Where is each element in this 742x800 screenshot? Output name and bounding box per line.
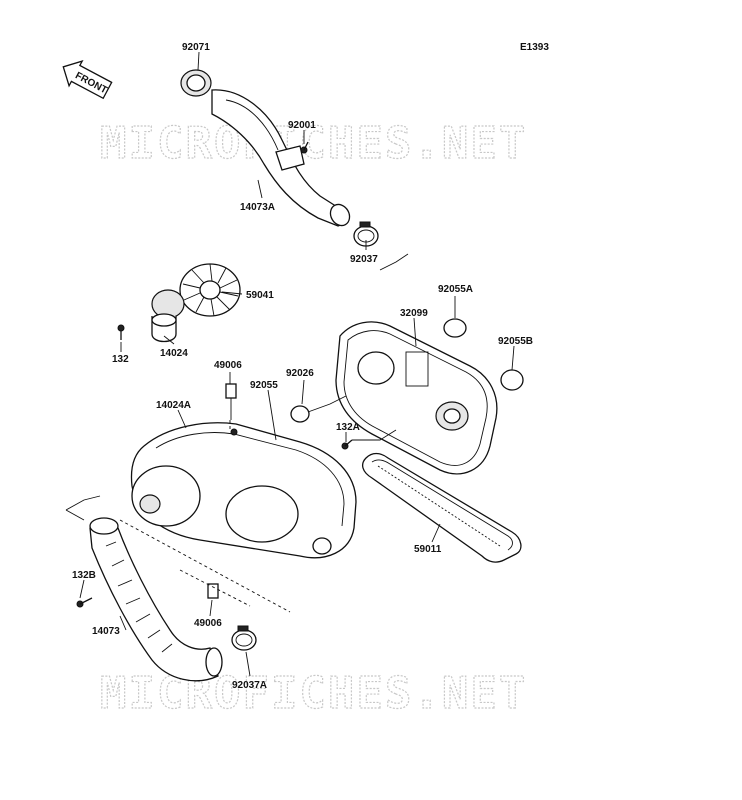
part-label-92055A: 92055A [438, 284, 473, 295]
part-label-14024A: 14024A [156, 400, 191, 411]
clamp-92037A-icon [231, 625, 257, 651]
fan-59041-icon [179, 263, 241, 317]
tab-49006-bottom-icon [207, 583, 219, 599]
bolt-132-icon [117, 324, 125, 340]
part-label-14073A: 14073A [240, 202, 275, 213]
bolt-92001-icon [300, 141, 309, 154]
intake-duct-upper [180, 69, 351, 227]
part-label-92071: 92071 [182, 42, 210, 53]
tab-49006-top-icon [225, 383, 237, 420]
intake-duct-lower [89, 517, 223, 682]
part-label-49006-top: 49006 [214, 360, 242, 371]
part-label-32099: 32099 [400, 308, 428, 319]
outer-cover-14024A [130, 422, 357, 559]
hub-14024-icon [151, 289, 185, 343]
alignment-lines [119, 420, 291, 613]
part-label-132B: 132B [72, 570, 96, 581]
watermark-top: MICROFICHES.NET [100, 118, 527, 169]
oring-92055B-icon [500, 369, 524, 391]
part-label-59011: 59011 [414, 544, 442, 555]
bolt-132A-icon [341, 439, 353, 450]
watermark-bottom: MICROFICHES.NET [100, 668, 527, 719]
part-label-14073: 14073 [92, 626, 120, 637]
front-arrow-icon: FRONT [62, 59, 113, 100]
leader-lines [79, 51, 515, 677]
part-label-132A: 132A [336, 422, 360, 433]
diagram-code: E1393 [520, 42, 549, 53]
part-label-49006-bottom: 49006 [194, 618, 222, 629]
part-label-132: 132 [112, 354, 129, 365]
part-label-92055: 92055 [250, 380, 278, 391]
inner-cover-32099 [335, 321, 498, 475]
part-label-92055B: 92055B [498, 336, 533, 347]
part-label-92001: 92001 [288, 120, 316, 131]
washer-92026-icon [290, 405, 310, 423]
part-label-92037: 92037 [350, 254, 378, 265]
bolt-132B-icon [76, 597, 93, 608]
part-label-92026: 92026 [286, 368, 314, 379]
part-label-92037A: 92037A [232, 680, 267, 691]
part-label-14024: 14024 [160, 348, 188, 359]
belt-59011-icon [361, 452, 522, 563]
oring-92055A-icon [443, 318, 467, 338]
part-label-59041: 59041 [246, 290, 274, 301]
